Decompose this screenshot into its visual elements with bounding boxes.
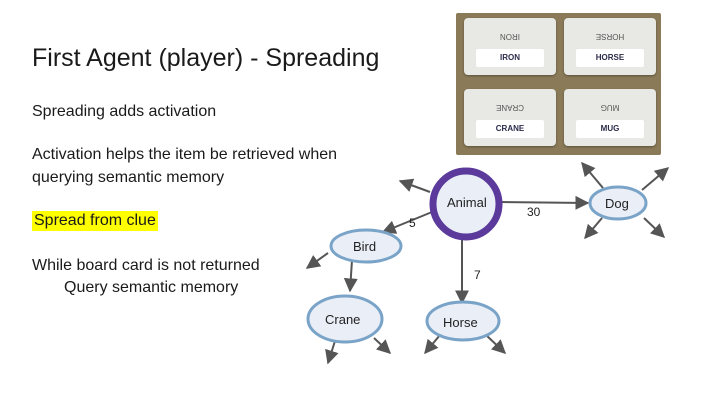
card-label: CRANE [476, 120, 544, 138]
edge-dog-out [643, 217, 666, 238]
node-label-animal: Animal [447, 195, 487, 210]
card-label: IRON [476, 49, 544, 67]
edge-animal-bird [381, 211, 433, 234]
edge-dog-out [641, 167, 670, 191]
edge-horse-out [424, 334, 441, 355]
board-cards-photo: IRON IRON HORSE HORSE CRANE CRANE MUG MU… [456, 13, 661, 155]
slide-title: First Agent (player) - Spreading [32, 44, 380, 72]
spread-from-clue-label: Spread from clue [32, 211, 158, 231]
slide-description: Activation helps the item be retrieved w… [32, 146, 338, 186]
edge-bird-crane [343, 259, 358, 293]
board-card: IRON IRON [464, 18, 556, 75]
edge-animal-dog [499, 195, 590, 210]
node-label-horse: Horse [443, 315, 478, 330]
edge-animal-out [398, 178, 431, 193]
edge-horse-out [485, 334, 507, 354]
edge-weight-animal-horse: 7 [474, 268, 481, 282]
edge-bird-out [305, 252, 329, 269]
loop-condition-text: While board card is not returned [32, 257, 260, 274]
card-label: MUG [576, 120, 644, 138]
node-crane [306, 294, 384, 344]
edge-crane-out [373, 337, 392, 354]
edge-dog-out [584, 217, 603, 240]
node-label-bird: Bird [353, 239, 377, 254]
node-label-crane: Crane [325, 312, 361, 327]
board-card: HORSE HORSE [564, 18, 656, 75]
edge-weight-animal-dog: 30 [527, 205, 541, 219]
node-bird [329, 228, 403, 264]
edge-dog-out [581, 161, 604, 189]
board-card: CRANE CRANE [464, 89, 556, 146]
slide-subtitle: Spreading adds activation [32, 103, 217, 120]
node-animal [429, 167, 503, 241]
edge-crane-out [325, 340, 339, 365]
edge-weight-animal-bird: 5 [409, 216, 416, 230]
card-label: HORSE [576, 49, 644, 67]
node-horse [425, 300, 501, 342]
node-label-dog: Dog [605, 196, 629, 211]
node-dog [588, 185, 648, 221]
board-card: MUG MUG [564, 89, 656, 146]
loop-action-text: Query semantic memory [64, 279, 239, 296]
